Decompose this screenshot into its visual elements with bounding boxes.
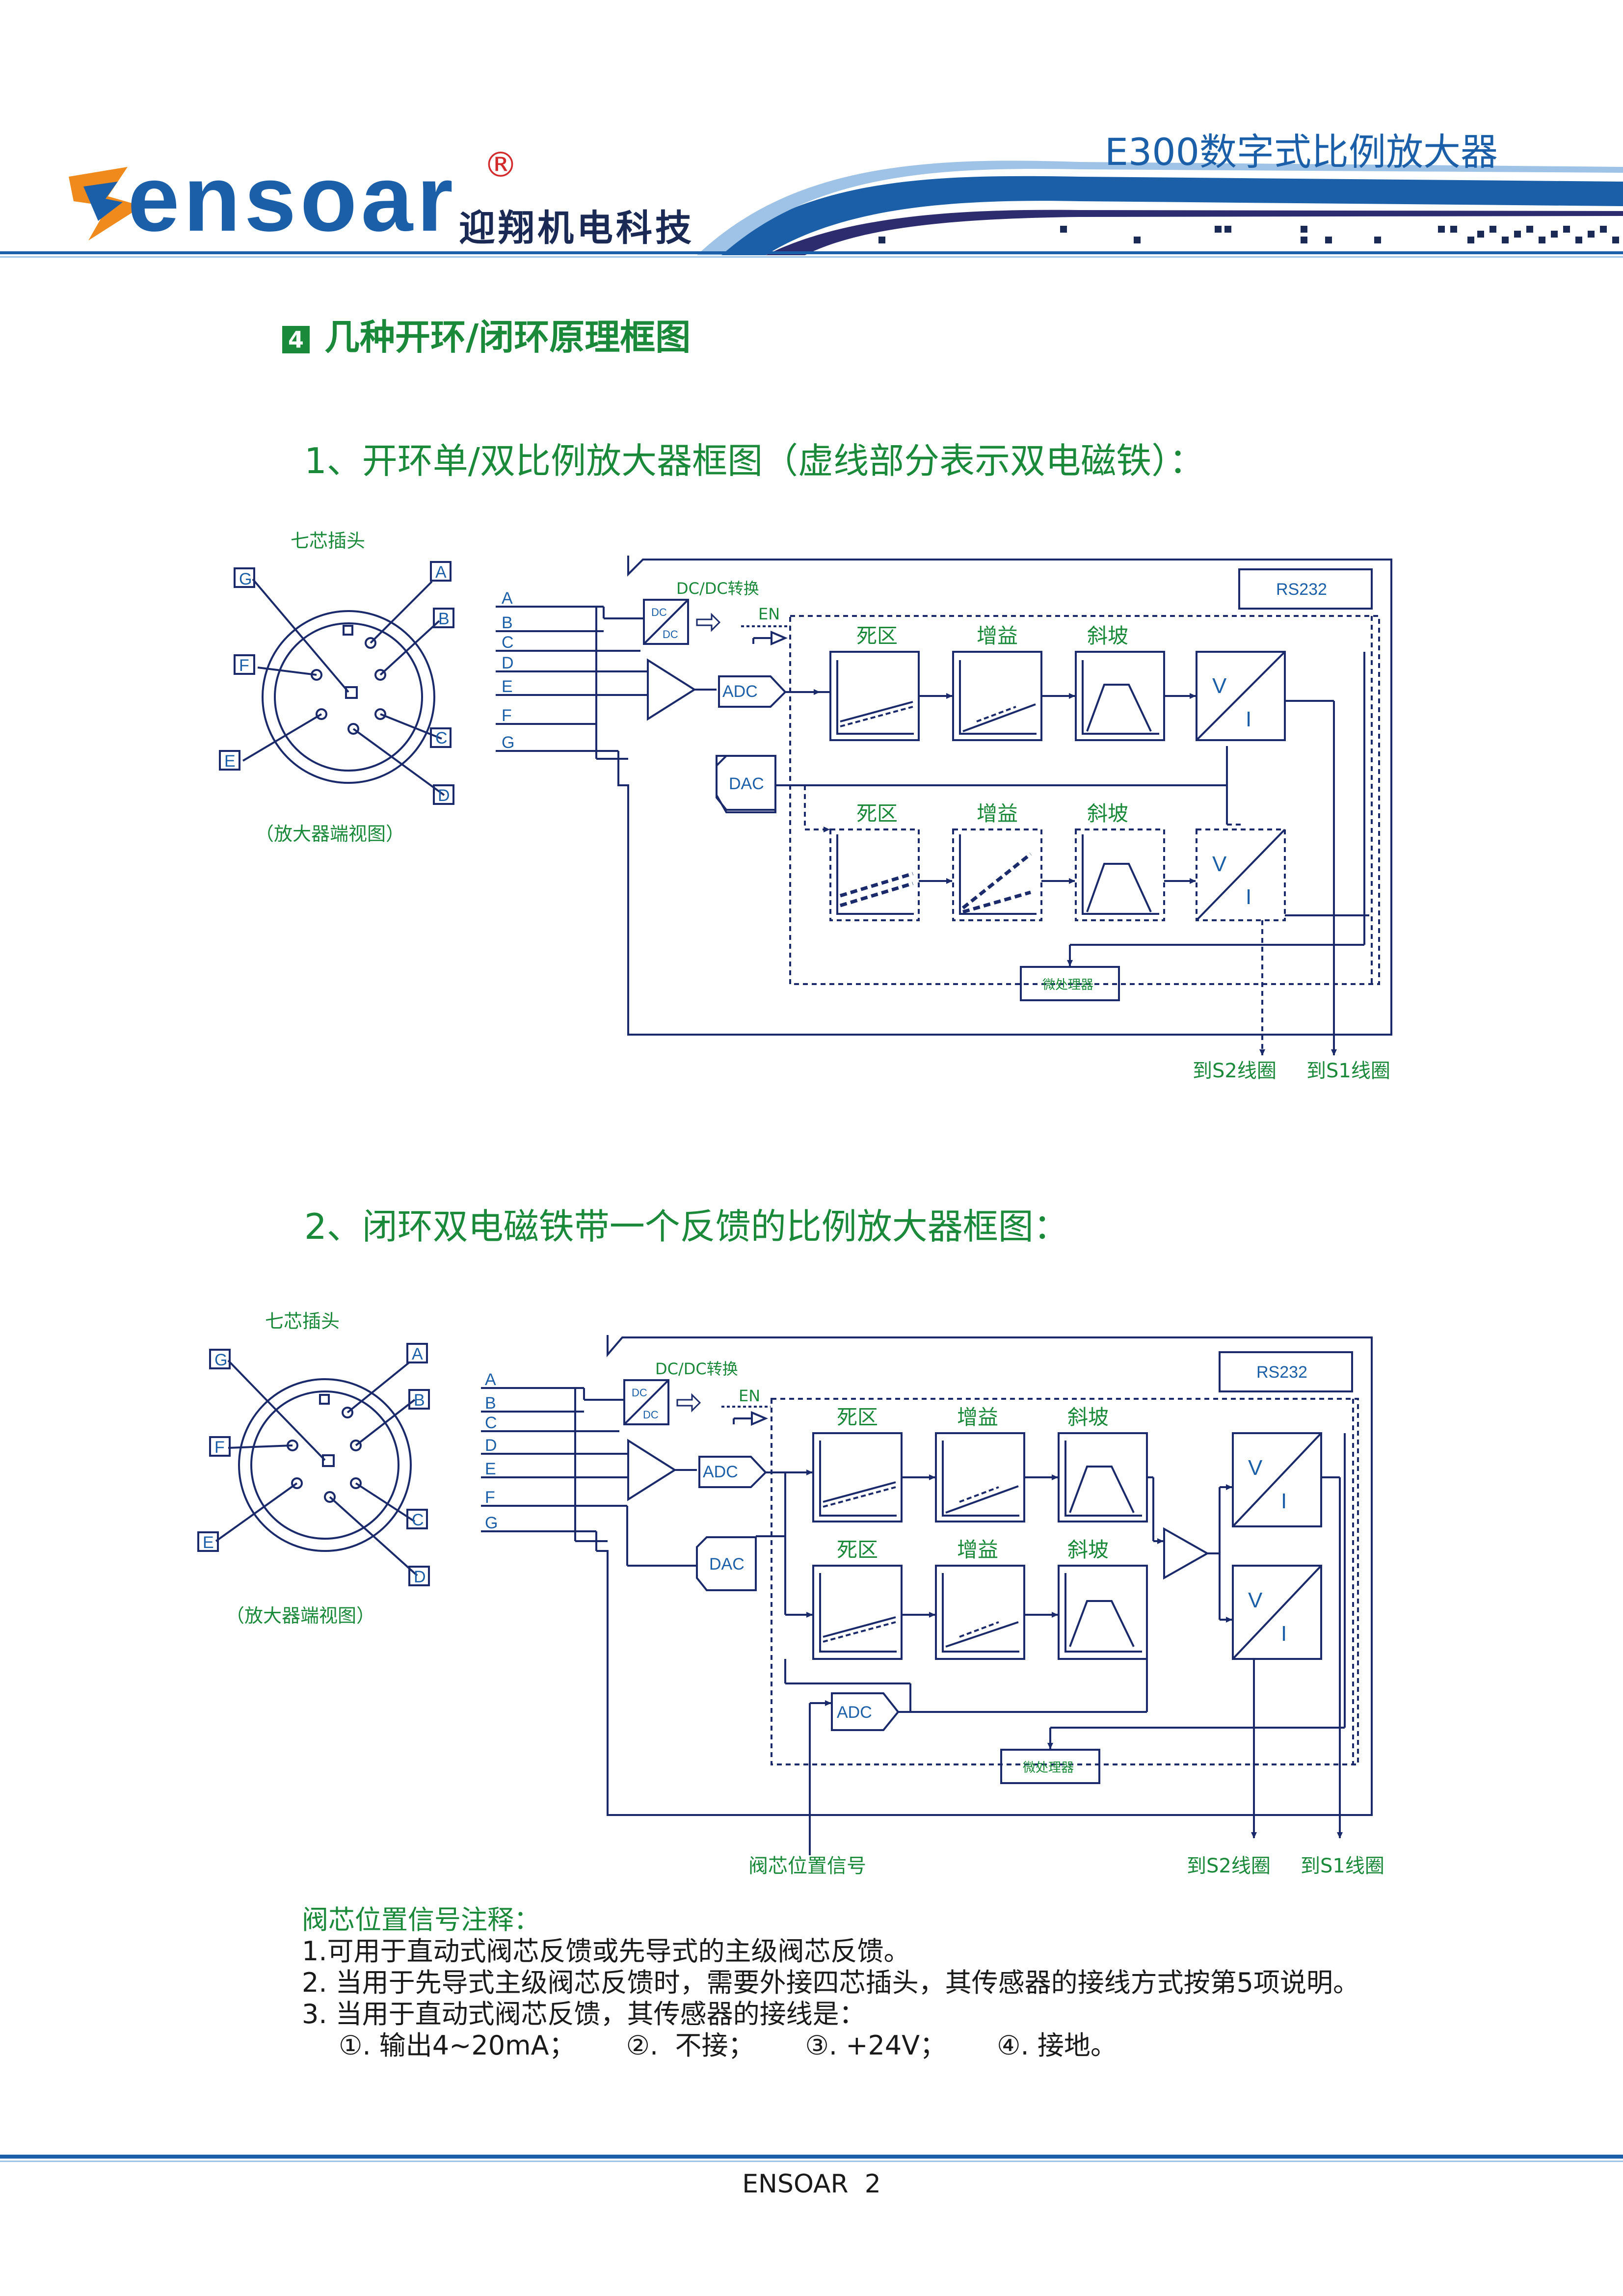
d2-pin-c: C (412, 1511, 424, 1529)
d2-out-s2: 到S2线圈 (1187, 1855, 1271, 1877)
d1-out-s2: 到S2线圈 (1193, 1060, 1277, 1082)
d1-dc-bottom: DC (663, 628, 678, 641)
d2-dc-bottom: DC (643, 1409, 659, 1421)
logo-wordmark: ensoar (128, 147, 457, 251)
d1-en-label: EN (758, 605, 780, 623)
d2-pin-e: E (203, 1533, 214, 1552)
d2-line-d: D (485, 1436, 497, 1455)
d2-spool-signal: 阀芯位置信号 (748, 1855, 866, 1877)
d1-deadzone-1: 死区 (856, 624, 898, 648)
d1-line-f: F (502, 706, 512, 725)
d1-dac: DAC (729, 774, 764, 793)
d1-ramp-1: 斜坡 (1087, 624, 1128, 648)
notes-block: 阀芯位置信号注释： 1.可用于直动式阀芯反馈或先导式的主级阀芯反馈。 2. 当用… (302, 1904, 1359, 2061)
diagram1: 七芯插头 （放大器端视图） DC/DC转换 EN 死区 增益 斜坡 死区 增益 … (219, 530, 1392, 1082)
d1-pin-b: B (438, 610, 450, 628)
d1-gain-2: 增益 (977, 801, 1018, 826)
d1-adc: ADC (722, 682, 758, 701)
footer-rule (0, 2155, 1623, 2162)
notes-line-1: 1.可用于直动式阀芯反馈或先导式的主级阀芯反馈。 (302, 1936, 910, 1967)
d2-dac: DAC (709, 1555, 745, 1574)
d2-deadzone-1: 死区 (837, 1405, 878, 1429)
d2-line-b: B (485, 1394, 496, 1413)
d2-line-g: G (485, 1514, 498, 1532)
logo-emblem (69, 167, 142, 240)
d1-plug-title: 七芯插头 (291, 530, 365, 552)
d1-pin-g: G (239, 570, 252, 588)
d1-gain-1: 增益 (977, 624, 1018, 648)
d1-pin-f: F (239, 656, 249, 675)
d1-line-e: E (502, 677, 513, 696)
d2-ramp-2: 斜坡 (1067, 1538, 1109, 1562)
d1-dcdc-label: DC/DC转换 (676, 579, 759, 598)
page-footer: ENSOAR 2 (742, 2169, 881, 2199)
notes-line-2: 2. 当用于先导式主级阀芯反馈时，需要外接四芯插头，其传感器的接线方式按第5项说… (302, 1967, 1360, 1998)
d2-pin-d: D (414, 1568, 426, 1586)
d2-line-e: E (485, 1460, 496, 1478)
d1-ramp-2: 斜坡 (1087, 801, 1128, 826)
d1-dc-top: DC (651, 606, 667, 618)
d1-i-1: I (1246, 707, 1251, 731)
d1-deadzone-2: 死区 (856, 801, 898, 826)
d2-rs232: RS232 (1256, 1363, 1307, 1382)
d2-v-1: V (1248, 1456, 1263, 1480)
d1-line-b: B (502, 614, 513, 632)
d2-pin-b: B (414, 1391, 425, 1410)
section-number: 4 (282, 326, 310, 354)
d1-mcu: 微处理器 (1042, 977, 1093, 992)
section-heading: 4 几种开环/闭环原理框图 (282, 308, 691, 360)
d2-plug-caption: （放大器端视图） (226, 1605, 375, 1627)
d1-i-2: I (1246, 885, 1251, 909)
diagram1-heading: 1、开环单/双比例放大器框图（虚线部分表示双电磁铁）： (304, 440, 1205, 481)
notes-line-3: 3. 当用于直动式阀芯反馈，其传感器的接线是： (302, 1999, 866, 2029)
d1-pin-a: A (435, 563, 447, 582)
d2-dc-top: DC (632, 1387, 647, 1399)
d2-line-f: F (485, 1488, 495, 1507)
d2-gain-2: 增益 (957, 1538, 998, 1562)
d1-pin-d: D (438, 786, 450, 805)
d1-pin-c: C (435, 729, 448, 748)
notes-line-4: ①. 输出4~20mA； ②. 不接； ③. +24V； ④. 接地。 (339, 2030, 1117, 2061)
d1-line-c: C (502, 633, 514, 652)
d2-adc: ADC (703, 1463, 738, 1481)
d2-adc-feedback: ADC (837, 1703, 872, 1722)
d2-ramp-1: 斜坡 (1067, 1405, 1109, 1429)
d1-v-1: V (1212, 674, 1227, 698)
product-title: E300数字式比例放大器 (1104, 130, 1498, 174)
notes-title: 阀芯位置信号注释： (302, 1904, 540, 1935)
d2-line-c: C (485, 1414, 497, 1432)
d1-line-d: D (502, 654, 514, 672)
d1-rs232: RS232 (1276, 580, 1327, 599)
d2-pin-f: F (214, 1438, 225, 1457)
d2-en-label: EN (739, 1387, 760, 1405)
d2-line-a: A (485, 1370, 496, 1389)
d1-plug-caption: （放大器端视图） (255, 823, 404, 845)
d2-pin-a: A (412, 1345, 423, 1363)
d2-plug-title: 七芯插头 (265, 1310, 340, 1332)
header-banner (0, 160, 1623, 258)
d2-v-2: V (1248, 1588, 1263, 1612)
d1-v-2: V (1212, 852, 1227, 876)
d1-out-s1: 到S1线圈 (1306, 1060, 1390, 1082)
d1-line-g: G (502, 733, 514, 752)
diagram2: 七芯插头 （放大器端视图） DC/DC转换 EN 死区 增益 斜坡 死区 增益 … (197, 1310, 1384, 1877)
d2-i-2: I (1281, 1622, 1287, 1646)
d1-line-a: A (502, 589, 513, 608)
d2-gain-1: 增益 (957, 1405, 998, 1429)
section-title: 几种开环/闭环原理框图 (324, 317, 691, 358)
d2-out-s1: 到S1线圈 (1301, 1855, 1384, 1877)
logo-chinese-name: 迎翔机电科技 (459, 207, 694, 249)
diagram2-heading: 2、闭环双电磁铁带一个反馈的比例放大器框图： (304, 1206, 1069, 1247)
d2-mcu: 微处理器 (1023, 1760, 1074, 1775)
d2-i-1: I (1281, 1489, 1287, 1513)
d1-pin-e: E (224, 752, 236, 771)
d2-dcdc-label: DC/DC转换 (655, 1360, 738, 1378)
d2-pin-g: G (214, 1351, 227, 1369)
d2-deadzone-2: 死区 (837, 1538, 878, 1562)
registered-mark: ® (483, 145, 518, 185)
